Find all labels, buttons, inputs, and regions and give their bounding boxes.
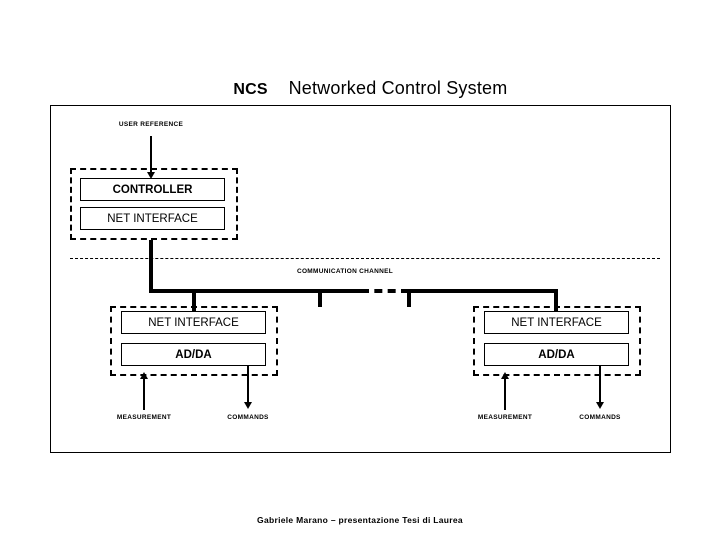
label-measurement-right: MEASUREMENT bbox=[477, 414, 533, 421]
group-controller-node bbox=[70, 168, 238, 240]
bus-segment-right bbox=[409, 289, 558, 293]
bus-drop-right-node bbox=[554, 291, 558, 313]
bus-drop-controller bbox=[149, 240, 153, 293]
bus-stub-b bbox=[407, 291, 411, 307]
block-right-adda[interactable]: AD/DA bbox=[484, 343, 629, 366]
block-left-adda[interactable]: AD/DA bbox=[121, 343, 266, 366]
arrow-measurement-left-head-icon bbox=[140, 372, 148, 379]
label-communication-channel: COMMUNICATION CHANNEL bbox=[296, 268, 394, 275]
group-left-plant-node bbox=[110, 306, 278, 376]
label-measurement-left: MEASUREMENT bbox=[116, 414, 172, 421]
arrow-user-reference-head-icon bbox=[147, 172, 155, 179]
diagram-frame bbox=[50, 105, 671, 453]
title-gap bbox=[268, 78, 289, 98]
bus-segment-dashed-middle bbox=[361, 289, 409, 293]
bus-segment-left bbox=[151, 289, 361, 293]
channel-boundary-divider bbox=[70, 258, 660, 259]
group-right-plant-node bbox=[473, 306, 641, 376]
block-left-net-interface[interactable]: NET INTERFACE bbox=[121, 311, 266, 334]
arrow-commands-left-shaft bbox=[247, 366, 249, 404]
bus-stub-a bbox=[318, 291, 322, 307]
page-title: NCS Networked Control System bbox=[0, 57, 720, 120]
title-acronym: NCS bbox=[233, 81, 268, 98]
arrow-commands-right-shaft bbox=[599, 366, 601, 404]
arrow-measurement-left-shaft bbox=[143, 378, 145, 410]
block-controller[interactable]: CONTROLLER bbox=[80, 178, 225, 201]
slide-footer: Gabriele Marano – presentazione Tesi di … bbox=[257, 515, 463, 525]
title-expansion: Networked Control System bbox=[288, 78, 508, 98]
arrow-commands-left-head-icon bbox=[244, 402, 252, 409]
arrow-user-reference-shaft bbox=[150, 136, 152, 174]
label-commands-right: COMMANDS bbox=[579, 414, 621, 421]
label-user-reference: USER REFERENCE bbox=[118, 121, 184, 128]
arrow-measurement-right-shaft bbox=[504, 378, 506, 410]
block-controller-net-interface[interactable]: NET INTERFACE bbox=[80, 207, 225, 230]
arrow-measurement-right-head-icon bbox=[501, 372, 509, 379]
label-commands-left: COMMANDS bbox=[227, 414, 269, 421]
arrow-commands-right-head-icon bbox=[596, 402, 604, 409]
bus-drop-left-node bbox=[192, 291, 196, 313]
block-right-net-interface[interactable]: NET INTERFACE bbox=[484, 311, 629, 334]
